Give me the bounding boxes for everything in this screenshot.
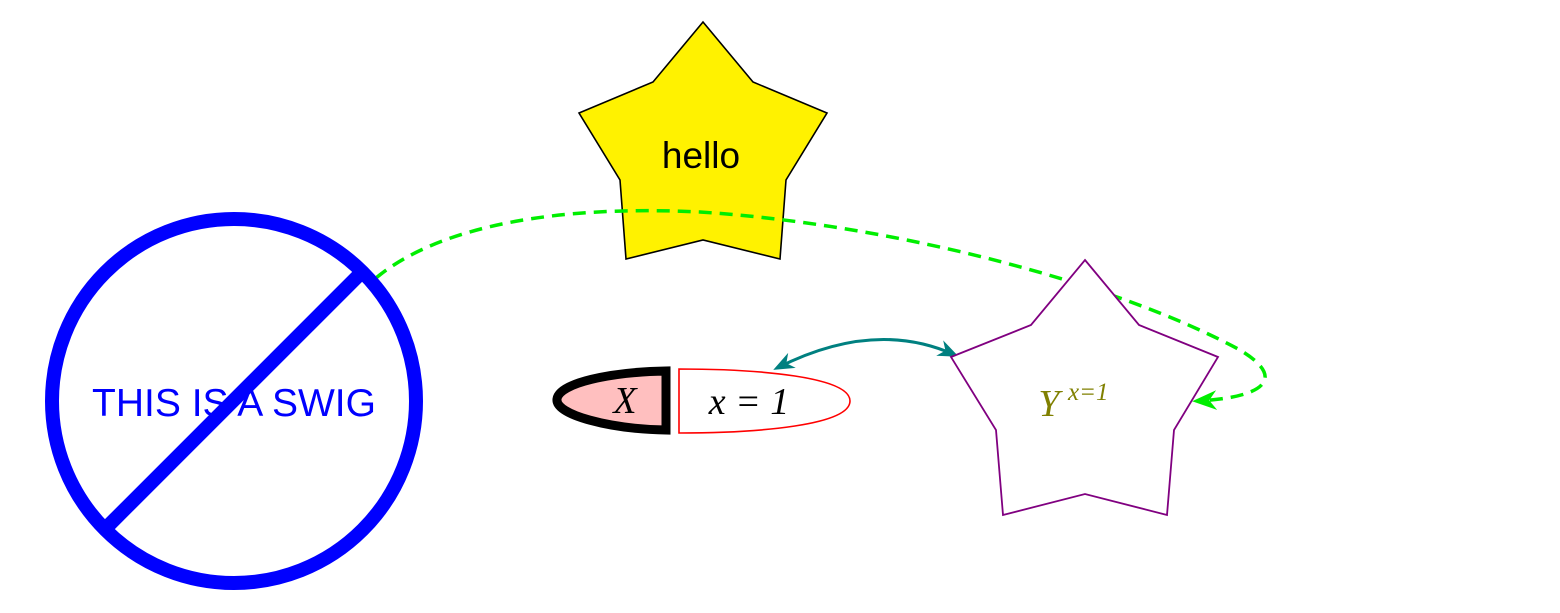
split-node: X x = 1 — [552, 366, 851, 435]
y-star-superscript: x=1 — [1067, 379, 1108, 406]
hello-star-node: hello — [577, 20, 829, 261]
split-left-part — [552, 366, 671, 435]
split-right-label: x = 1 — [708, 381, 790, 423]
swig-node: THIS IS A SWIG — [45, 212, 423, 590]
y-star-label: Y — [1038, 383, 1063, 425]
swig-slash — [101, 268, 366, 533]
y-star-node: Y x=1 — [949, 258, 1220, 517]
hello-star-label: hello — [662, 135, 740, 176]
hello-star-shape — [577, 20, 829, 261]
swig-circle — [45, 212, 423, 590]
teal-edge-split-to-y — [773, 338, 959, 370]
split-right-part — [678, 368, 851, 434]
y-star-shape — [949, 258, 1220, 517]
y-star-main: Y — [1038, 383, 1063, 425]
dashed-edge-swig-to-y — [374, 208, 1267, 410]
split-left-label: X — [611, 380, 638, 422]
